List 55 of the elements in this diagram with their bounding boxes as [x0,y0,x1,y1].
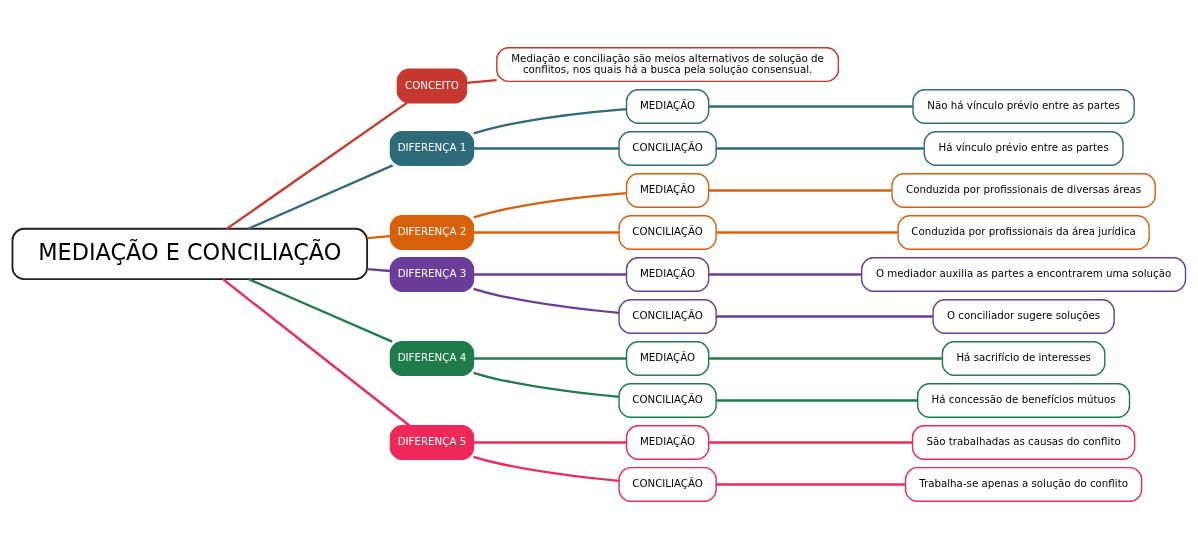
node-box: CONCILIAÇÃO [618,299,717,334]
node-box: MEDIAÇÃO [625,173,710,208]
node-box: DIFERENÇA 5 [389,425,475,460]
connector [367,234,391,240]
connector [473,371,620,398]
connector [708,189,892,192]
node-box: Não há vínculo prévio entre as partes [912,89,1135,124]
node-box: CONCILIAÇÃO [618,466,717,502]
connector [473,107,627,135]
connector [466,78,497,85]
node-box: Trabalha-se apenas a solução do conflito [904,466,1143,502]
node-box: CONCEITO [396,68,468,104]
node-box: Mediação e conciliação são meios alternativos de solução de conflitos, nos quais há a busca pela solução consensual. [496,47,840,83]
node-box: Há vínculo prévio entre as partes [923,131,1124,166]
node-box: CONCILIAÇÃO [618,131,717,166]
connector [716,483,906,486]
node-box: Conduzida por profissionais da área jurídica [897,215,1150,250]
connector [716,231,898,234]
node-box: DIFERENÇA 2 [389,215,475,250]
connector [473,273,627,276]
connector [248,278,393,343]
connector [367,267,391,273]
connector [226,101,408,230]
node-box: O conciliador sugere soluções [932,299,1115,334]
connector [473,357,627,360]
node-box: Há sacrifício de interesses [941,341,1106,376]
connector [708,273,862,276]
node-box: DIFERENÇA 3 [389,257,475,292]
node-box: MEDIAÇÃO E CONCILIAÇÃO [11,227,369,281]
connector [473,441,627,444]
node-box: O mediador auxilia as partes a encontrarem uma solução [861,257,1187,292]
node-box: MEDIAÇÃO [625,89,710,124]
connector [222,278,411,427]
connector [716,399,918,402]
node-box: Há concessão de benefícios mútuos [917,383,1131,418]
connector [716,315,933,318]
connector [708,441,913,444]
node-box: DIFERENÇA 1 [389,131,475,166]
connector [716,147,924,150]
node-box: DIFERENÇA 4 [389,341,475,376]
node-box: MEDIAÇÃO [625,341,710,376]
node-box: CONCILIAÇÃO [618,215,717,250]
connector [708,105,913,108]
node-box: Conduzida por profissionais de diversas áreas [891,173,1156,208]
node-box: MEDIAÇÃO [625,257,710,292]
connector [247,164,394,230]
node-box: São trabalhadas as causas do conflito [911,425,1136,460]
connector [473,191,627,219]
connector [708,357,943,360]
node-box: CONCILIAÇÃO [618,383,717,418]
connector [473,455,620,482]
node-box: MEDIAÇÃO [625,425,710,460]
connector [473,287,620,314]
connector [473,147,619,150]
connector [473,231,619,234]
